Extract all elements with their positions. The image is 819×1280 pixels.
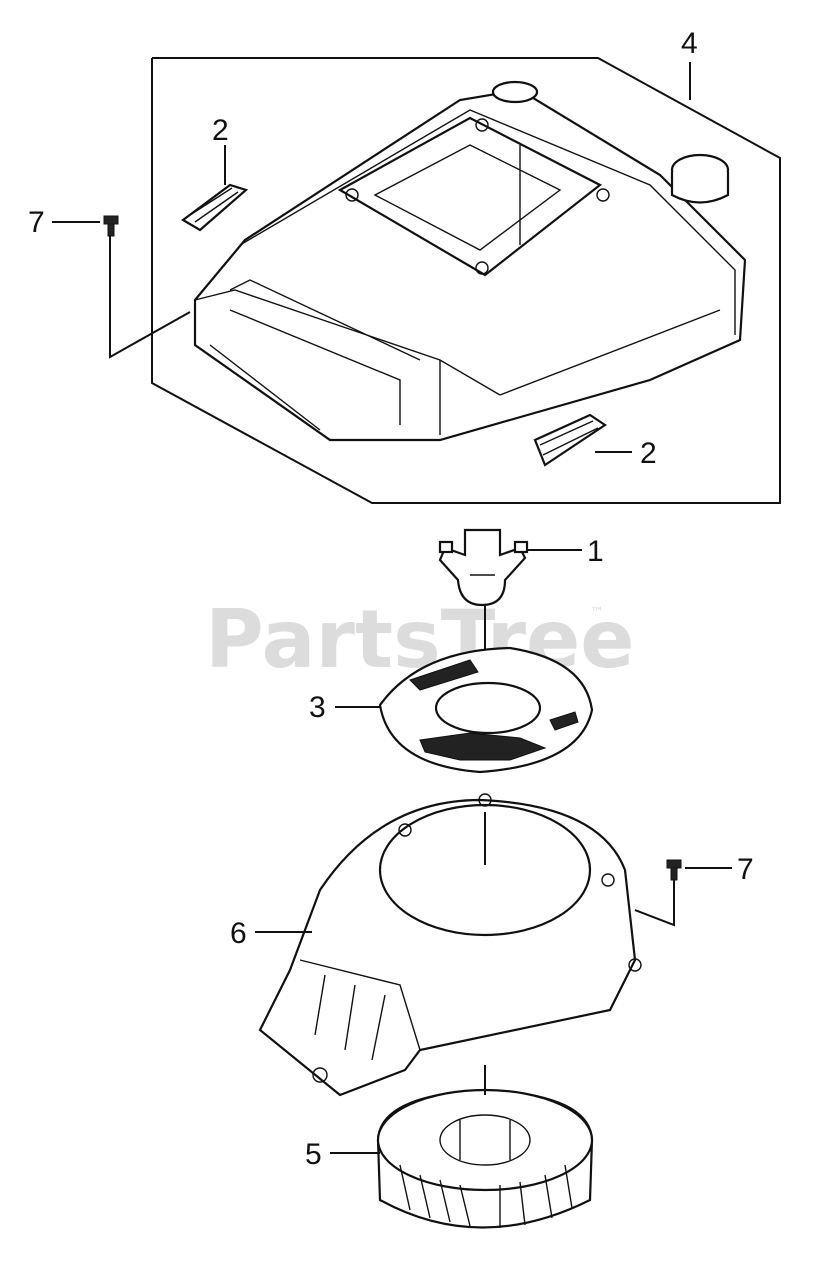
- callout-3: 3: [309, 691, 326, 724]
- leader-line: [109, 236, 191, 359]
- fan-cover-icon: [258, 793, 642, 1097]
- callout-7-top: 7: [28, 206, 45, 239]
- cooling-fan-icon: [376, 1065, 594, 1229]
- label-plate-icon: [378, 646, 594, 774]
- callout-2-bottom: 2: [640, 437, 657, 470]
- callout-7-bottom: 7: [737, 853, 754, 886]
- seal-strip-icon: [181, 183, 249, 232]
- air-cleaner-housing-icon: [193, 80, 747, 442]
- bolt-icon: [103, 215, 119, 237]
- callout-1: 1: [587, 535, 604, 568]
- assembly-group-box: [151, 57, 781, 504]
- leader-line: [634, 880, 675, 927]
- seal-strip-icon: [533, 413, 607, 467]
- bolt-icon: [666, 859, 682, 881]
- callout-5: 5: [305, 1138, 322, 1171]
- clip-icon: [438, 528, 529, 690]
- callout-6: 6: [230, 917, 247, 950]
- callout-leaders: [52, 62, 732, 1154]
- callout-4: 4: [681, 27, 698, 60]
- watermark-trademark: ™: [590, 605, 604, 621]
- callout-2-top: 2: [212, 114, 229, 147]
